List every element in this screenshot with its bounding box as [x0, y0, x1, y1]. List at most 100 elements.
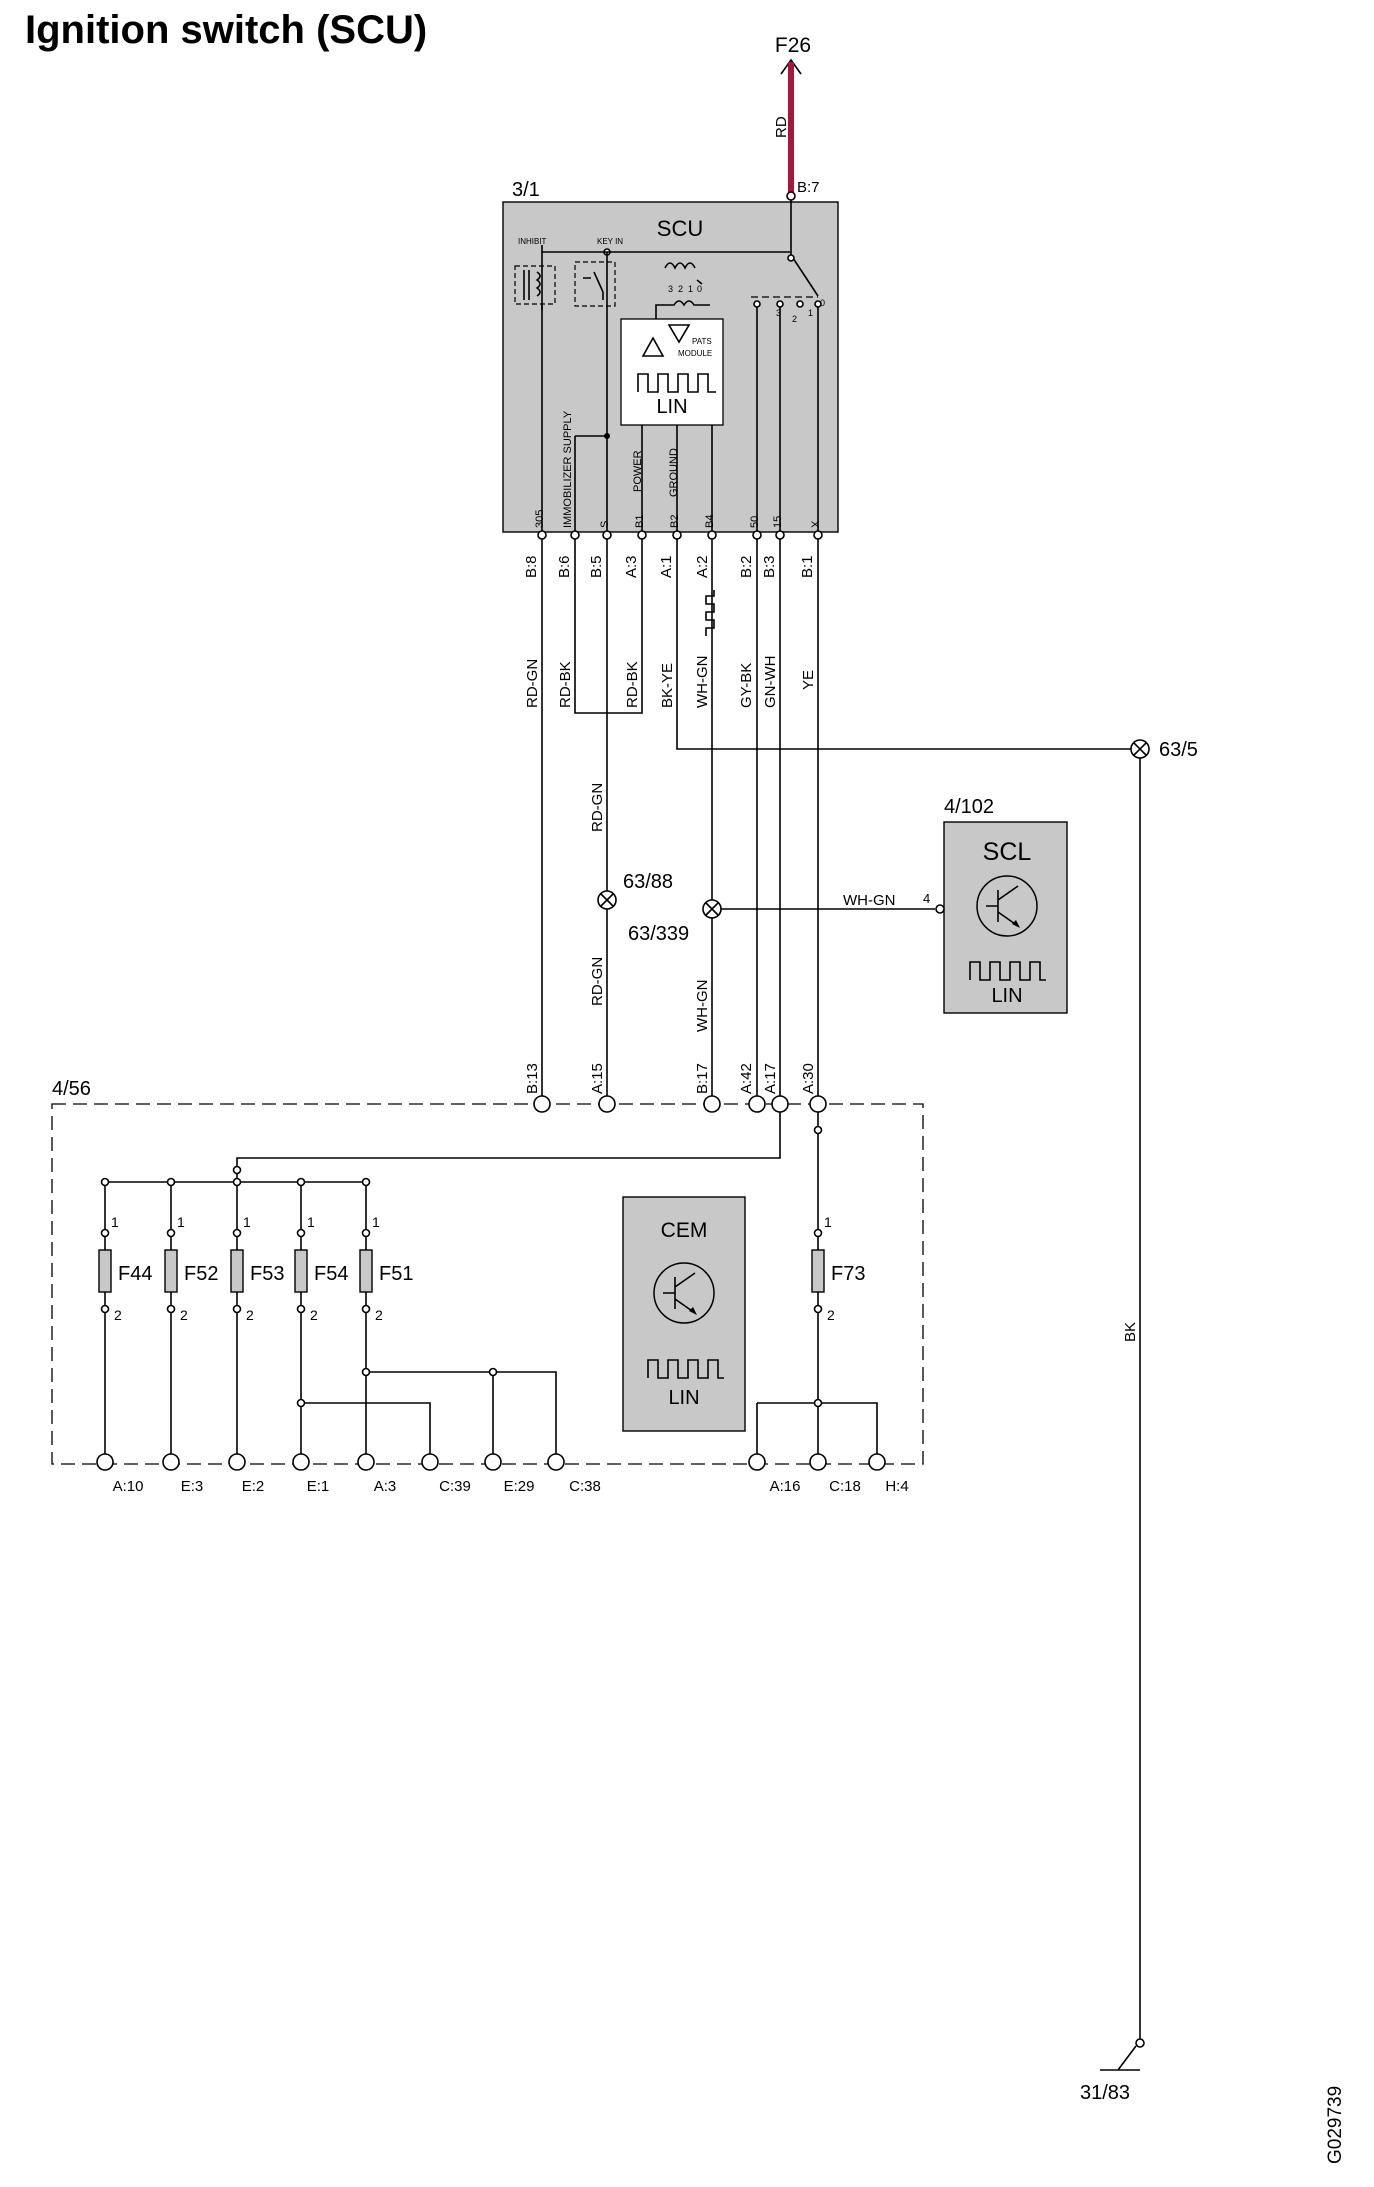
- fuse-label-f53: F53: [250, 1263, 284, 1285]
- cem-top-pins: [533, 1095, 827, 1113]
- splice-63-5-label: 63/5: [1159, 739, 1198, 761]
- cem-bottom-connector-4: A:3: [374, 1478, 397, 1495]
- svg-text:2: 2: [246, 1307, 254, 1323]
- fuse-f53-icon: [230, 1228, 244, 1314]
- scu-terminal-3: B1: [634, 515, 646, 528]
- pats-label-1: PATS: [692, 337, 712, 346]
- splice-63-88-icon: [597, 890, 617, 910]
- wire-label-4: BK-YE: [659, 663, 676, 708]
- label-power: POWER: [632, 450, 644, 492]
- fuse-pin-numbers: 1 1 1 1 1 1 2 2 2 2 2 2: [111, 1214, 835, 1323]
- cem-transistor-icon: [653, 1262, 715, 1324]
- cem-bottom-connector-6: E:29: [504, 1478, 535, 1495]
- fuse-f44-icon: [98, 1228, 112, 1314]
- svg-text:2: 2: [375, 1307, 383, 1323]
- svg-text:2: 2: [827, 1307, 835, 1323]
- scl-transistor-icon: [976, 875, 1038, 937]
- fuse-f73-icon: [811, 1228, 825, 1314]
- wire-label-5: WH-GN: [694, 656, 711, 709]
- inhibit-solenoid-icon: [514, 265, 556, 305]
- cem-bottom-connector-0: A:10: [113, 1478, 144, 1495]
- fuse-label-f73: F73: [831, 1263, 865, 1285]
- cem-top-connector-3: A:42: [738, 1063, 755, 1094]
- svg-text:1: 1: [824, 1214, 832, 1230]
- cem-bottom-connector-10: H:4: [885, 1478, 908, 1495]
- mid-wire-lower-label: RD-GN: [589, 957, 606, 1006]
- cem-lin-signal-icon: [647, 1359, 724, 1379]
- fuse-f51-icon: [359, 1228, 373, 1314]
- scu-connector-4: A:1: [658, 555, 675, 578]
- ground-point-label: 31/83: [1080, 2082, 1130, 2104]
- wire-label-8: YE: [800, 670, 817, 690]
- fuse-label-f54: F54: [314, 1263, 348, 1285]
- cem-top-connector-5: A:30: [800, 1063, 817, 1094]
- switch-pos-3: 3: [668, 284, 673, 294]
- svg-text:1: 1: [111, 1214, 119, 1230]
- wire-label-6: GY-BK: [738, 663, 755, 708]
- scu-terminal-0: 305: [534, 510, 546, 528]
- cem-ref: 4/56: [52, 1078, 91, 1100]
- scl-lin-signal-icon: [969, 961, 1046, 981]
- wire-label-0: RD-GN: [524, 659, 541, 708]
- fuse-label-f52: F52: [184, 1263, 218, 1285]
- scu-name: SCU: [657, 216, 703, 241]
- svg-text:1: 1: [243, 1214, 251, 1230]
- scl-name: SCL: [983, 838, 1032, 866]
- mid-wire-upper-label: RD-GN: [589, 783, 606, 832]
- feed-label: F26: [775, 34, 811, 57]
- feed-arrow-icon: [780, 58, 802, 75]
- fuse-f52-icon: [164, 1228, 178, 1314]
- cem-bottom-connector-8: A:16: [770, 1478, 801, 1495]
- scl-lin-label: LIN: [991, 985, 1022, 1007]
- switch-pos-0: 0: [697, 284, 702, 294]
- cem-bottom-connector-3: E:1: [307, 1478, 330, 1495]
- ground-icon: [1100, 2038, 1145, 2071]
- splice-63-339-label: 63/339: [628, 923, 689, 945]
- cem-top-connector-1: A:15: [589, 1063, 606, 1094]
- wire-label-7: GN-WH: [762, 656, 779, 709]
- svg-text:2: 2: [180, 1307, 188, 1323]
- cem-top-connector-4: A:17: [762, 1063, 779, 1094]
- figure-id: G029739: [1325, 2086, 1346, 2164]
- svg-text:1: 1: [177, 1214, 185, 1230]
- scu-feed-pin-dot: [786, 191, 796, 201]
- ignition-switch-icon: [664, 200, 822, 308]
- cem-top-connector-0: B:13: [524, 1063, 541, 1094]
- scu-connector-6: B:2: [738, 555, 755, 578]
- scu-connector-8: B:1: [799, 555, 816, 578]
- cem-lin-label: LIN: [668, 1387, 699, 1409]
- cem-top-connector-2: B:17: [694, 1063, 711, 1094]
- switch-pos-1: 1: [688, 284, 693, 294]
- splice-63-339-icon: [702, 899, 722, 919]
- keyin-switch-icon: [574, 261, 616, 307]
- fuse-label-f51: F51: [379, 1263, 413, 1285]
- wh-gn-lower-label: WH-GN: [694, 980, 711, 1033]
- label-ground: GROUND: [668, 448, 680, 497]
- pats-triangle-up-icon: [641, 336, 665, 357]
- scu-connector-2: B:5: [588, 555, 605, 578]
- pats-coil-icon: [655, 300, 710, 319]
- scl-ref: 4/102: [944, 796, 994, 818]
- switch-pos-2: 2: [678, 284, 683, 294]
- switch-pin-1: 1: [808, 308, 813, 318]
- ground-wire-label: BK: [1122, 1322, 1139, 1342]
- wire-label-1: RD-BK: [557, 661, 574, 708]
- feed-wire-color: RD: [773, 116, 790, 138]
- splice-63-5-icon: [1130, 739, 1150, 759]
- scu-connector-3: A:3: [623, 555, 640, 578]
- scl-wire-label: WH-GN: [843, 892, 896, 909]
- scl-pin-label: 4: [923, 891, 930, 906]
- switch-pin-0: 0: [820, 298, 825, 308]
- wire-label-3: RD-BK: [624, 661, 641, 708]
- scl-pin-dot: [935, 904, 945, 914]
- cem-bottom-connector-1: E:3: [181, 1478, 204, 1495]
- scu-inhibit-label: INHIBIT: [518, 237, 547, 246]
- switch-pin-3: 3: [776, 308, 781, 318]
- pats-label-2: MODULE: [678, 349, 712, 358]
- scu-terminal-4: B2: [669, 515, 681, 528]
- cem-bottom-pins: [96, 1453, 886, 1471]
- scu-keyin-label: KEY IN: [597, 237, 623, 246]
- scu-terminal-7: 15: [772, 516, 784, 528]
- harness-wires: [541, 539, 1141, 2043]
